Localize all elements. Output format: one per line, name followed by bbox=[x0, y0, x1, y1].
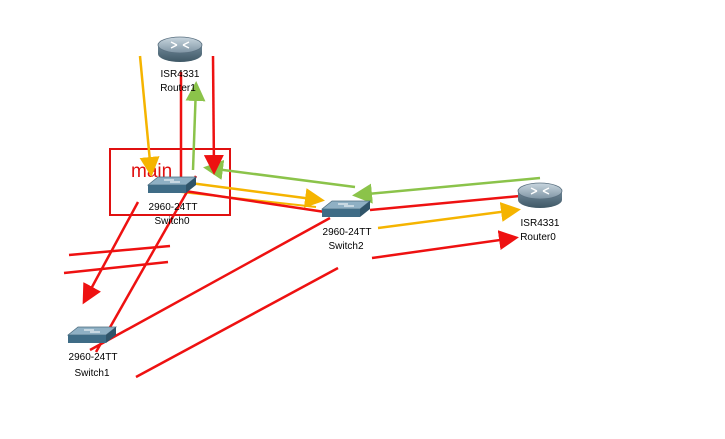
device-router1[interactable]: ISR4331 Router1 bbox=[157, 36, 203, 94]
arrow-red-switch2-to-router0 bbox=[371, 230, 519, 260]
switch-icon bbox=[320, 200, 372, 217]
router-icon bbox=[157, 36, 203, 62]
switch-icon bbox=[66, 326, 118, 343]
arrow-red-router1-down bbox=[203, 55, 224, 175]
router0-name: Router0 bbox=[520, 232, 556, 243]
device-switch0[interactable]: 2960-24TT Switch0 bbox=[146, 176, 198, 227]
arrow-green-router0-to-switch2 bbox=[352, 176, 541, 204]
router-icon bbox=[517, 182, 563, 208]
router1-name: Router1 bbox=[160, 83, 196, 94]
line-red-bottom-to-switch2 bbox=[135, 266, 339, 379]
switch2-name: Switch2 bbox=[328, 241, 363, 252]
device-switch1[interactable]: 2960-24TT Switch1 bbox=[66, 326, 118, 379]
line-red-switch0-switch2 bbox=[177, 188, 326, 214]
switch1-name: Switch1 bbox=[74, 368, 109, 379]
switch2-model: 2960-24TT bbox=[323, 227, 372, 238]
line-red-switch2-router0 bbox=[369, 194, 521, 212]
arrow-orange-router1-to-main bbox=[138, 55, 160, 177]
arrow-orange-switch2-to-router0 bbox=[377, 202, 521, 230]
arrow-green-switch2-to-main bbox=[203, 160, 356, 189]
switch-icon bbox=[146, 176, 198, 193]
router0-model: ISR4331 bbox=[521, 218, 560, 229]
switch0-model: 2960-24TT bbox=[149, 202, 198, 213]
line-red-stray-2 bbox=[63, 260, 169, 275]
line-red-stray-1 bbox=[68, 244, 171, 257]
arrows-layer bbox=[63, 55, 541, 379]
router1-model: ISR4331 bbox=[161, 69, 200, 80]
main-box bbox=[109, 148, 231, 216]
switch0-name: Switch0 bbox=[154, 216, 189, 227]
line-red-switch1-switch2 bbox=[89, 216, 331, 352]
arrow-orange-switch0-to-switch2-a bbox=[174, 179, 325, 208]
arrow-green-switch0-to-router1 bbox=[185, 81, 206, 171]
device-switch2[interactable]: 2960-24TT Switch2 bbox=[320, 200, 372, 252]
switch1-model: 2960-24TT bbox=[69, 352, 118, 363]
device-router0[interactable]: ISR4331 Router0 bbox=[517, 182, 563, 243]
